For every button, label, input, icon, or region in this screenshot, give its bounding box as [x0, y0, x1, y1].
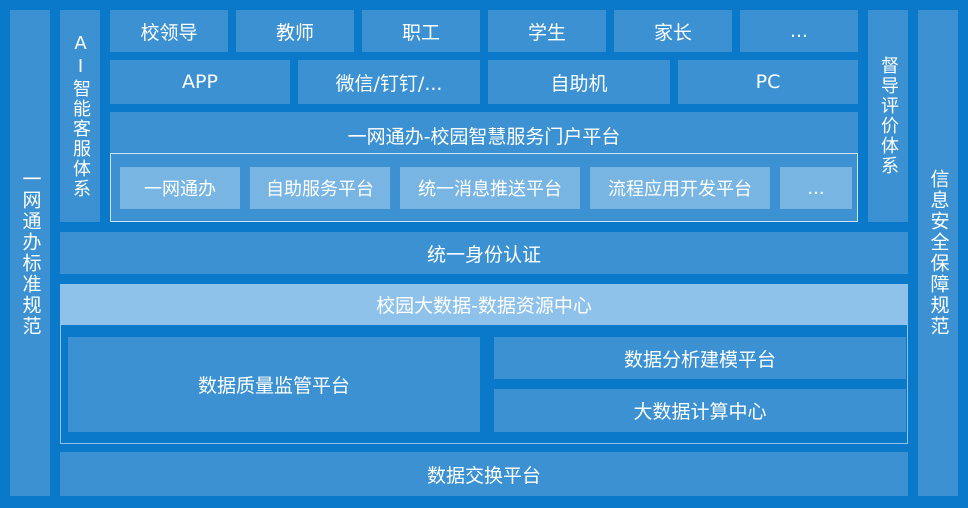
standard-spec-column: 一网通办标准规范 — [10, 10, 50, 496]
bigdata-compute-center: 大数据计算中心 — [494, 389, 906, 432]
user-teacher: 教师 — [236, 10, 354, 52]
portal-module-workflow: 流程应用开发平台 — [590, 167, 770, 209]
portal-module-message-push: 统一消息推送平台 — [400, 167, 580, 209]
evaluation-column: 督导评价体系 — [868, 10, 908, 222]
bigdata-title: 校园大数据-数据资源中心 — [60, 284, 908, 324]
channel-kiosk: 自助机 — [488, 60, 670, 104]
portal-module-self-service: 自助服务平台 — [250, 167, 390, 209]
user-more: ... — [740, 10, 858, 52]
user-student: 学生 — [488, 10, 606, 52]
bigdata-frame — [60, 324, 908, 444]
user-parent: 家长 — [614, 10, 732, 52]
data-exchange-platform: 数据交换平台 — [60, 452, 908, 496]
unified-identity: 统一身份认证 — [60, 232, 908, 274]
portal-title: 一网通办-校园智慧服务门户平台 — [347, 126, 621, 148]
portal-module-one-stop: 一网通办 — [120, 167, 240, 209]
portal-modules-frame — [110, 153, 858, 222]
security-spec-column: 信息安全保障规范 — [918, 10, 958, 496]
user-leader: 校领导 — [110, 10, 228, 52]
portal-module-more: ... — [780, 167, 852, 209]
ai-service-column: AI智能客服体系 — [60, 10, 100, 222]
channel-wechat: 微信/钉钉/... — [298, 60, 480, 104]
data-analysis-platform: 数据分析建模平台 — [494, 337, 906, 379]
channel-pc: PC — [678, 60, 858, 104]
user-staff: 职工 — [362, 10, 480, 52]
channel-app: APP — [110, 60, 290, 104]
data-quality-platform: 数据质量监管平台 — [68, 337, 480, 432]
